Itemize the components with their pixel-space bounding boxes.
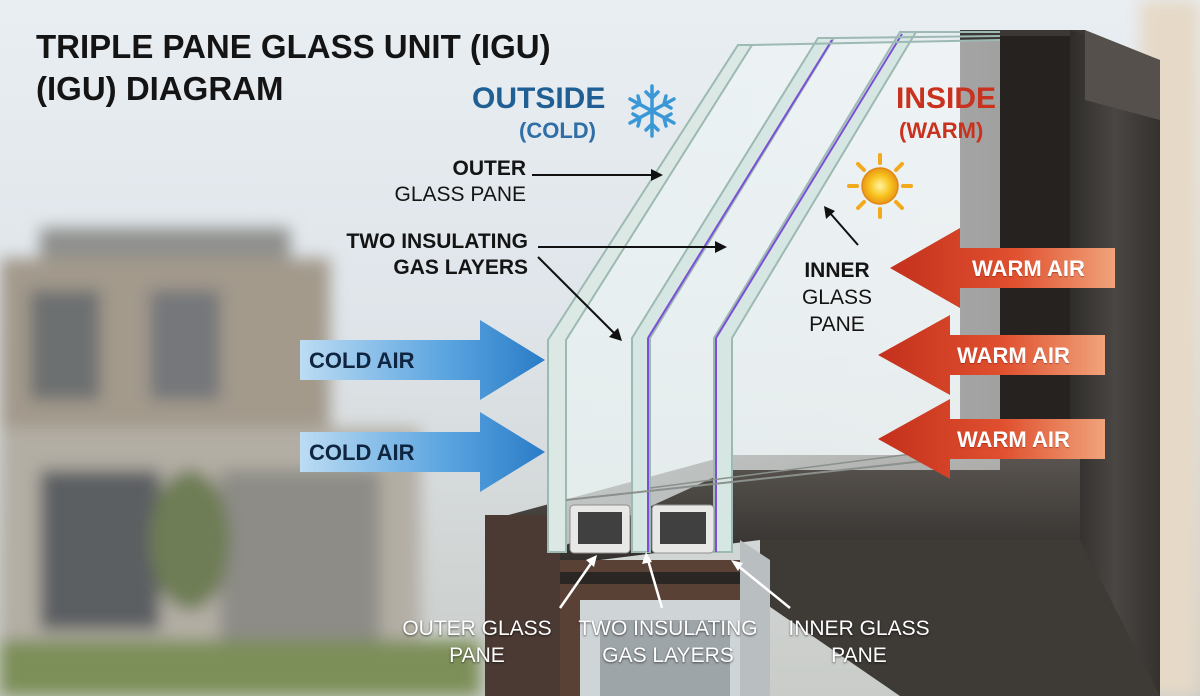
- outside-subheading: (COLD): [519, 118, 596, 143]
- gas-layers-callout-line-1: TWO INSULATING: [346, 230, 528, 253]
- bottom-outer-pane-label: OUTER GLASS PANE: [394, 615, 560, 669]
- gas-layers-callout-line-2: GAS LAYERS: [393, 256, 528, 279]
- outer-pane-callout: OUTER GLASS PANE: [378, 156, 527, 208]
- warm-air-label-1: WARM AIR: [972, 256, 1085, 281]
- warm-arrow-2: [878, 315, 1105, 395]
- bottom-inner-pane-label: INNER GLASS PANE: [778, 615, 940, 669]
- diagram-title: TRIPLE PANE GLASS UNIT (IGU) (IGU) DIAGR…: [36, 26, 551, 110]
- outside-heading: OUTSIDE: [472, 82, 606, 115]
- cold-air-label-1: COLD AIR: [309, 348, 415, 373]
- cold-arrow-2: [300, 412, 545, 492]
- outer-pane-callout-bold: OUTER: [452, 157, 527, 180]
- sun-icon: [847, 153, 913, 219]
- bottom-gas-layers-label: TWO INSULATING GAS LAYERS: [568, 615, 768, 669]
- glass-panes: [547, 31, 1001, 553]
- bottom-gas-line-1: TWO INSULATING: [578, 617, 758, 640]
- bottom-inner-line-1: INNER GLASS: [788, 617, 930, 640]
- outer-pane-callout-text: GLASS PANE: [394, 183, 527, 206]
- cold-arrow-1: [300, 320, 545, 400]
- spacer-left: [569, 504, 631, 554]
- callout-arrows: [532, 169, 859, 341]
- inner-pane-callout-line-2: GLASS: [801, 286, 873, 309]
- bottom-outer-line-1: OUTER GLASS: [402, 617, 552, 640]
- inside-subheading: (WARM): [899, 118, 984, 143]
- gas-layers-callout: TWO INSULATING GAS LAYERS: [300, 229, 528, 281]
- snowflake-icon: [628, 84, 676, 138]
- title-line-2: (IGU) DIAGRAM: [36, 70, 284, 107]
- title-line-1: TRIPLE PANE GLASS UNIT (IGU): [36, 28, 551, 65]
- inner-pane-callout-line-3: PANE: [809, 313, 865, 336]
- cold-air-label-2: COLD AIR: [309, 440, 415, 465]
- inside-heading: INSIDE: [896, 82, 997, 115]
- inner-pane-callout: INNER GLASS PANE: [790, 258, 884, 338]
- bottom-outer-line-2: PANE: [449, 644, 505, 667]
- bottom-inner-line-2: PANE: [831, 644, 887, 667]
- warm-arrow-1: [890, 228, 1115, 308]
- inner-pane-callout-bold: INNER: [804, 259, 870, 282]
- spacer-right: [651, 504, 715, 554]
- bottom-gas-line-2: GAS LAYERS: [602, 644, 734, 667]
- warm-air-label-2: WARM AIR: [957, 343, 1070, 368]
- warm-air-label-3: WARM AIR: [957, 427, 1070, 452]
- warm-arrow-3: [878, 399, 1105, 479]
- bottom-pointer-arrows: [558, 552, 791, 609]
